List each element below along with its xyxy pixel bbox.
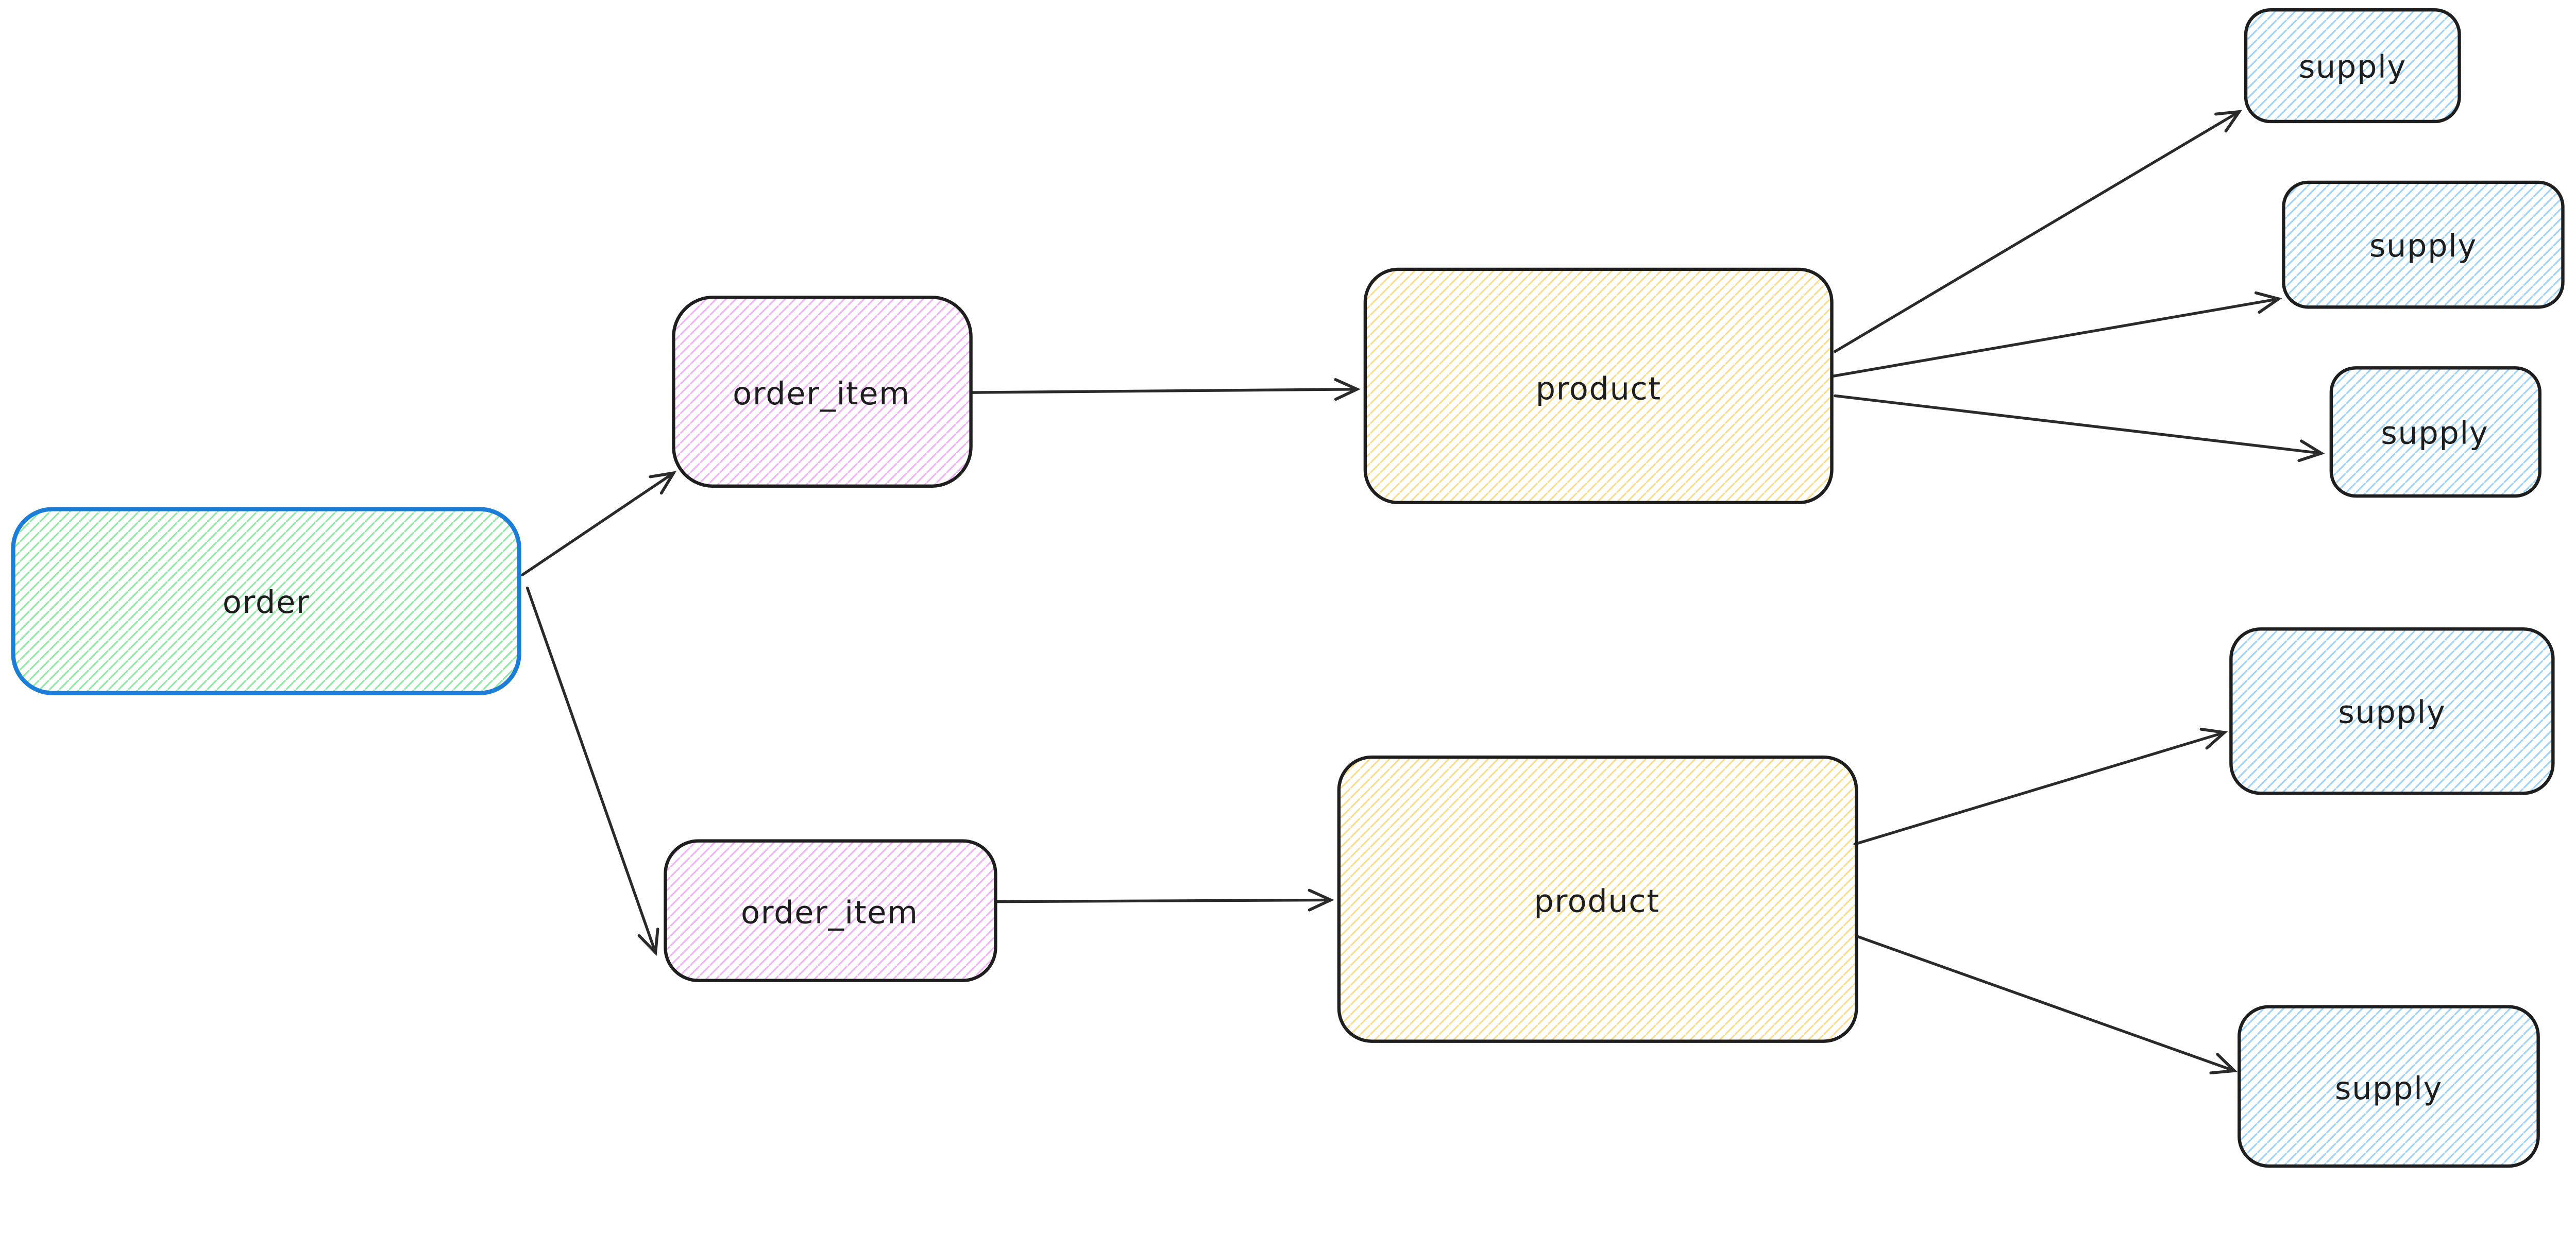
node-order-item-2-label: order_item bbox=[741, 895, 919, 931]
edge-product-2-to-supply-5 bbox=[1855, 934, 2238, 1075]
node-product-2-label: product bbox=[1534, 883, 1659, 919]
diagram-canvas: order order_item order_item product prod… bbox=[11, 8, 2565, 1168]
node-supply-1[interactable] bbox=[2244, 8, 2461, 124]
edge-product-1-to-supply-1 bbox=[1834, 110, 2243, 353]
edge-order-to-order-item-1 bbox=[521, 471, 677, 576]
node-order-item-1[interactable] bbox=[672, 295, 973, 488]
node-supply-3[interactable] bbox=[2329, 366, 2542, 498]
node-supply-4-label: supply bbox=[2338, 695, 2446, 731]
node-order-label: order bbox=[223, 585, 310, 621]
node-order-item-1-label: order_item bbox=[733, 376, 910, 412]
node-group-supply-3: supply bbox=[2329, 366, 2542, 498]
node-product-1-label: product bbox=[1536, 371, 1662, 407]
node-group-supply-1: supply bbox=[2244, 8, 2461, 124]
node-group-supply-4: supply bbox=[2229, 627, 2555, 795]
node-supply-5-label: supply bbox=[2335, 1071, 2443, 1107]
node-supply-5[interactable] bbox=[2238, 1005, 2540, 1168]
node-supply-2[interactable] bbox=[2282, 180, 2565, 309]
node-group-product-2: product bbox=[1337, 755, 1858, 1043]
edge-order-item-2-to-product-2 bbox=[995, 888, 1334, 912]
edge-product-1-to-supply-2 bbox=[1832, 291, 2282, 378]
edge-order-to-order-item-2 bbox=[526, 586, 659, 956]
node-group-order-item-2: order_item bbox=[664, 839, 997, 982]
whiteboard-canvas: order order_item order_item product prod… bbox=[11, 8, 2565, 1168]
node-order[interactable] bbox=[11, 507, 521, 695]
node-supply-3-label: supply bbox=[2381, 416, 2488, 452]
edge-order-item-1-to-product-1 bbox=[971, 378, 1361, 401]
node-group-supply-2: supply bbox=[2282, 180, 2565, 309]
node-supply-2-label: supply bbox=[2369, 228, 2477, 264]
node-group-supply-5: supply bbox=[2238, 1005, 2540, 1168]
node-product-1[interactable] bbox=[1363, 267, 1834, 504]
edge-product-1-to-supply-3 bbox=[1834, 394, 2325, 463]
node-order-item-2[interactable] bbox=[664, 839, 997, 982]
node-group-order: order bbox=[11, 507, 521, 695]
edge-product-2-to-supply-4 bbox=[1853, 727, 2228, 846]
node-group-order-item-1: order_item bbox=[672, 295, 973, 488]
node-group-product-1: product bbox=[1363, 267, 1834, 504]
node-supply-4[interactable] bbox=[2229, 627, 2555, 795]
node-supply-1-label: supply bbox=[2299, 49, 2406, 85]
node-product-2[interactable] bbox=[1337, 755, 1858, 1043]
